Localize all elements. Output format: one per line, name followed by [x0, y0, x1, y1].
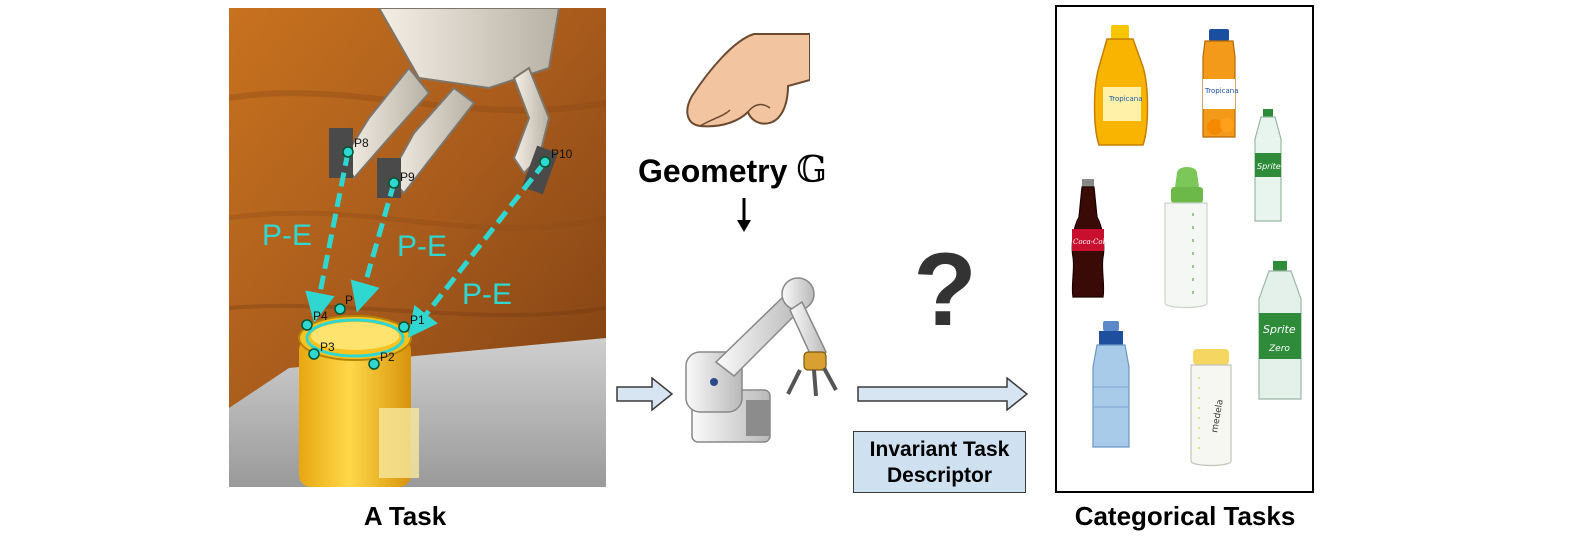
svg-text:Tropicana: Tropicana [1108, 95, 1143, 103]
point-p8 [342, 146, 354, 158]
point-p3 [308, 348, 320, 360]
tropicana-bottle-icon: Tropicana [1202, 29, 1239, 138]
robot-arm-icon [685, 277, 838, 443]
pe-arrow-3 [407, 160, 547, 338]
zero-text: Zero [1268, 344, 1290, 354]
pe-label-2: P-E [397, 230, 447, 263]
sprite-big-text: Sprite [1263, 323, 1296, 336]
tropicana-text: Tropicana [1204, 87, 1239, 95]
label-p10: P10 [551, 147, 573, 161]
label-p1: P1 [410, 313, 425, 327]
task-scene-illustration [228, 7, 607, 487]
descriptor-line-2: Descriptor [886, 464, 993, 487]
task-caption: A Task [363, 501, 447, 531]
pe-label-1: P-E [262, 219, 312, 252]
pe-arrow-2 [350, 182, 397, 313]
categorical-tasks-box: Tropicana Tropicana Sprite Coca-Cola [1055, 5, 1314, 493]
pe-label-3: P-E [462, 278, 512, 311]
point-p4 [301, 319, 313, 331]
sprite-zero-bottle-icon: Sprite Zero [1258, 261, 1302, 400]
categorical-tasks-caption: Categorical Tasks [1074, 501, 1296, 531]
task-scene [228, 7, 607, 487]
arrow-robot-to-categories [857, 377, 1029, 411]
water-bottle-icon [1092, 321, 1130, 448]
label-p9: P9 [400, 170, 415, 184]
rim-outline [305, 318, 405, 358]
label-p8: P8 [354, 136, 369, 150]
point-p [334, 303, 346, 315]
coke-text: Coca-Cola [1073, 238, 1109, 246]
orange-juice-jug-icon: Tropicana [1093, 25, 1149, 146]
arrow-task-to-robot [616, 377, 674, 411]
bottle-collection: Tropicana Tropicana Sprite Coca-Cola [1071, 25, 1302, 467]
geometry-label: Geometry 𝔾 [638, 150, 858, 196]
point-p1 [398, 321, 410, 333]
point-p9 [388, 177, 400, 189]
label-p: P [345, 293, 353, 307]
pe-annotation-overlay: P8 P9 P10 P4 P P3 P2 P1 P-E P-E P-E [262, 136, 573, 370]
pe-arrow-1 [305, 151, 351, 323]
sprite-small-text: Sprite [1257, 162, 1281, 171]
down-arrow-icon [737, 198, 751, 232]
geometry-text: Geometry [638, 153, 788, 189]
point-p2 [368, 358, 380, 370]
label-p3: P3 [320, 340, 335, 354]
geometry-symbol: 𝔾 [796, 150, 828, 191]
green-baby-bottle-icon [1164, 167, 1208, 309]
label-p4: P4 [313, 309, 328, 323]
point-p10 [539, 156, 551, 168]
label-p2: P2 [380, 350, 395, 364]
invariant-task-descriptor-box: Invariant Task Descriptor [853, 431, 1026, 493]
medela-bottle-icon: medela [1190, 349, 1232, 467]
descriptor-line-1: Invariant Task [869, 438, 1010, 461]
question-mark: ? [913, 232, 977, 348]
hand-pinch-icon [686, 33, 810, 128]
sprite-small-bottle-icon: Sprite [1254, 109, 1282, 222]
coca-cola-bottle-icon: Coca-Cola [1071, 179, 1109, 298]
